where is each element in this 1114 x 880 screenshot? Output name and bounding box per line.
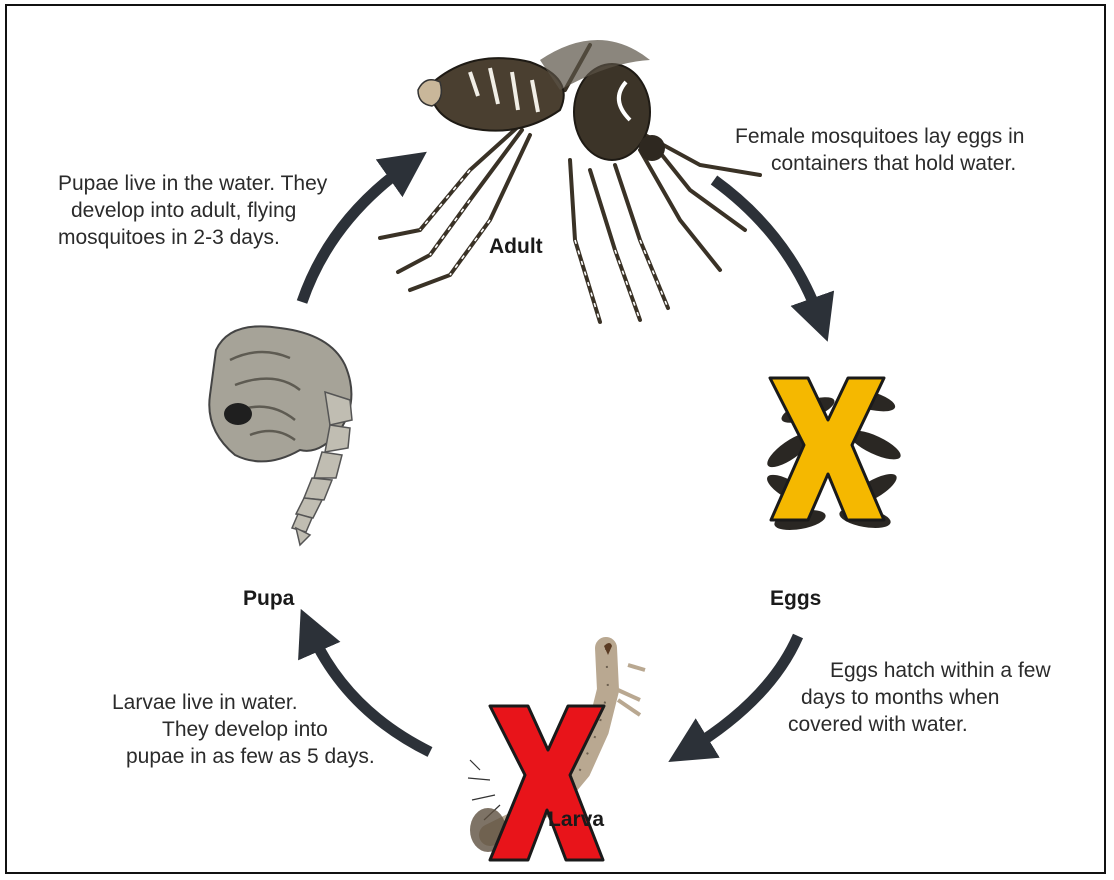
arrow-adult-to-eggs — [714, 180, 820, 320]
pupa-description-line: mosquitoes in 2-3 days. — [58, 224, 327, 251]
adult-mosquito-illustration — [380, 40, 760, 322]
larva-description-line: Larvae live in water. — [112, 689, 375, 716]
arrow-eggs-to-larva — [688, 636, 798, 750]
adult-description: Female mosquitoes lay eggs in containers… — [735, 123, 1024, 177]
eggs-description-line: covered with water. — [788, 711, 1051, 738]
pupa-label: Pupa — [243, 587, 294, 611]
larva-description-line: They develop into — [112, 716, 375, 743]
larva-label: Larva — [548, 808, 604, 832]
eggs-description: Eggs hatch within a few days to months w… — [788, 657, 1051, 738]
adult-description-line: Female mosquitoes lay eggs in — [735, 123, 1024, 150]
eggs-label: Eggs — [770, 587, 821, 611]
eggs-description-line: Eggs hatch within a few — [788, 657, 1051, 684]
red-x-mark — [490, 706, 604, 860]
eggs-description-line: days to months when — [788, 684, 1051, 711]
adult-label: Adult — [489, 235, 543, 259]
pupa-description-line: develop into adult, flying — [58, 197, 327, 224]
larva-description-line: pupae in as few as 5 days. — [112, 743, 375, 770]
larva-description: Larvae live in water. They develop into … — [112, 689, 375, 770]
pupa-illustration — [209, 326, 352, 545]
pupa-description-line: Pupae live in the water. They — [58, 170, 327, 197]
pupa-description: Pupae live in the water. They develop in… — [58, 170, 327, 251]
adult-description-line: containers that hold water. — [735, 150, 1024, 177]
